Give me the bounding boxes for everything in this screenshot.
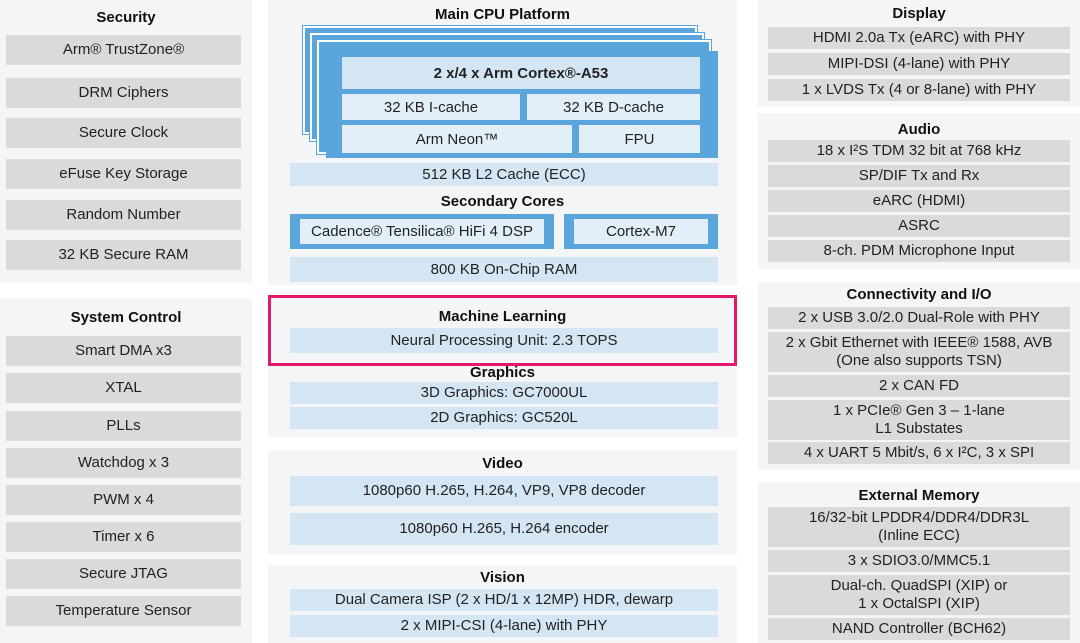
memory-item: NAND Controller (BCH62) [768, 618, 1070, 640]
audio-item: eARC (HDMI) [768, 190, 1070, 212]
audio-panel: Audio 18 x I²S TDM 32 bit at 768 kHz SP/… [758, 113, 1080, 269]
video-title: Video [482, 455, 523, 472]
security-item: Random Number [6, 200, 241, 230]
security-item: eFuse Key Storage [6, 159, 241, 189]
cortex-m7: Cortex-M7 [574, 219, 708, 244]
graphics-3d: 3D Graphics: GC7000UL [290, 382, 718, 404]
connectivity-title: Connectivity and I/O [846, 286, 992, 303]
security-item: DRM Ciphers [6, 78, 241, 108]
cpu-title: Main CPU Platform [434, 6, 570, 23]
core-cluster: 2 x/4 x Arm Cortex®-A53 32 KB I-cache 32… [326, 51, 718, 158]
vision-title: Vision [480, 569, 525, 586]
arm-neon: Arm Neon™ [342, 125, 572, 153]
connectivity-item: 1 x PCIe® Gen 3 – 1-lane L1 Substates [768, 400, 1070, 440]
vision-panel: Vision Dual Camera ISP (2 x HD/1 x 12MP)… [268, 565, 737, 643]
security-item: Secure Clock [6, 118, 241, 148]
system-control-title: System Control [70, 309, 182, 326]
system-control-item: PLLs [6, 411, 241, 441]
display-item: MIPI-DSI (4-lane) with PHY [768, 53, 1070, 75]
on-chip-ram: 800 KB On-Chip RAM [290, 257, 718, 282]
m7-frame: Cortex-M7 [564, 214, 718, 249]
memory-item: Dual-ch. QuadSPI (XIP) or 1 x OctalSPI (… [768, 575, 1070, 615]
secondary-cores-title: Secondary Cores [440, 193, 565, 210]
audio-item: ASRC [768, 215, 1070, 237]
system-control-item: Watchdog x 3 [6, 448, 241, 478]
display-title: Display [892, 5, 946, 22]
l2-cache: 512 KB L2 Cache (ECC) [290, 163, 718, 186]
system-control-item: XTAL [6, 373, 241, 403]
video-encoder: 1080p60 H.265, H.264 encoder [290, 513, 718, 545]
memory-item: 3 x SDIO3.0/MMC5.1 [768, 550, 1070, 572]
display-item: HDMI 2.0a Tx (eARC) with PHY [768, 27, 1070, 49]
display-panel: Display HDMI 2.0a Tx (eARC) with PHY MIP… [758, 0, 1080, 107]
graphics-title: Graphics [469, 364, 536, 381]
fpu: FPU [579, 125, 700, 153]
security-panel: Security Arm® TrustZone® DRM Ciphers Sec… [0, 0, 252, 283]
hifi4-dsp: Cadence® Tensilica® HiFi 4 DSP [300, 219, 544, 244]
system-control-item: Temperature Sensor [6, 596, 241, 626]
audio-item: 8-ch. PDM Microphone Input [768, 240, 1070, 262]
video-panel: Video 1080p60 H.265, H.264, VP9, VP8 dec… [268, 450, 737, 554]
cpu-panel: Main CPU Platform 2 x/4 x Arm Cortex®-A5… [268, 0, 737, 285]
system-control-panel: System Control Smart DMA x3 XTAL PLLs Wa… [0, 298, 252, 643]
connectivity-item: 2 x Gbit Ethernet with IEEE® 1588, AVB (… [768, 332, 1070, 372]
audio-title: Audio [897, 121, 941, 138]
graphics-2d: 2D Graphics: GC520L [290, 407, 718, 429]
vision-csi: 2 x MIPI-CSI (4-lane) with PHY [290, 615, 718, 637]
ml-highlight-frame [268, 295, 737, 366]
video-decoder: 1080p60 H.265, H.264, VP9, VP8 decoder [290, 476, 718, 506]
external-memory-panel: External Memory 16/32-bit LPDDR4/DDR4/DD… [758, 482, 1080, 643]
external-memory-title: External Memory [858, 487, 980, 504]
security-item: Arm® TrustZone® [6, 35, 241, 65]
dcache: 32 KB D-cache [527, 94, 700, 120]
security-title: Security [96, 9, 156, 26]
security-item: 32 KB Secure RAM [6, 240, 241, 270]
ml-graphics-panel: Machine Learning Neural Processing Unit:… [268, 295, 737, 437]
cortex-a53-label: 2 x/4 x Arm Cortex®-A53 [342, 57, 700, 89]
dsp-frame: Cadence® Tensilica® HiFi 4 DSP [290, 214, 554, 249]
connectivity-panel: Connectivity and I/O 2 x USB 3.0/2.0 Dua… [758, 282, 1080, 470]
connectivity-item: 2 x USB 3.0/2.0 Dual-Role with PHY [768, 307, 1070, 329]
memory-item: 16/32-bit LPDDR4/DDR4/DDR3L (Inline ECC) [768, 507, 1070, 547]
display-item: 1 x LVDS Tx (4 or 8-lane) with PHY [768, 79, 1070, 101]
vision-isp: Dual Camera ISP (2 x HD/1 x 12MP) HDR, d… [290, 589, 718, 611]
system-control-item: Timer x 6 [6, 522, 241, 552]
npu: Neural Processing Unit: 2.3 TOPS [290, 328, 718, 353]
audio-item: 18 x I²S TDM 32 bit at 768 kHz [768, 140, 1070, 162]
audio-item: SP/DIF Tx and Rx [768, 165, 1070, 187]
system-control-item: Smart DMA x3 [6, 336, 241, 366]
connectivity-item: 2 x CAN FD [768, 375, 1070, 397]
icache: 32 KB I-cache [342, 94, 520, 120]
ml-title: Machine Learning [438, 308, 567, 325]
system-control-item: Secure JTAG [6, 559, 241, 589]
connectivity-item: 4 x UART 5 Mbit/s, 6 x I²C, 3 x SPI [768, 442, 1070, 464]
system-control-item: PWM x 4 [6, 485, 241, 515]
